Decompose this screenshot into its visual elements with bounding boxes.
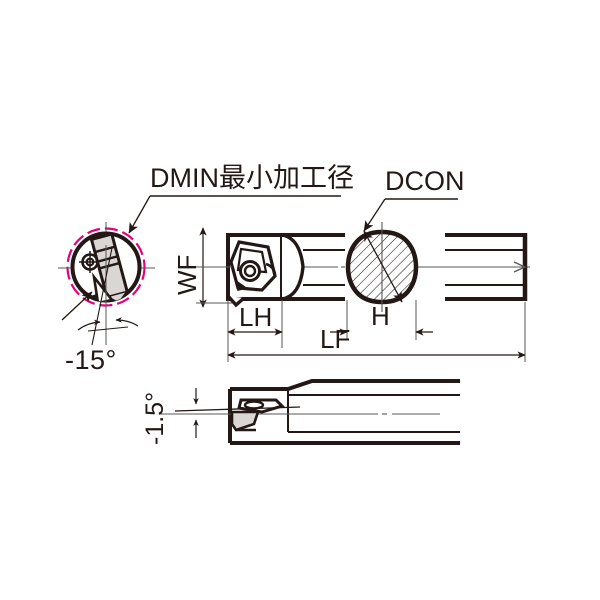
dmin-callout: DMIN最小加工径: [128, 163, 354, 234]
lh-dimension: LH: [227, 300, 283, 348]
lh-label: LH: [239, 302, 272, 332]
end-view-insert-line-2: [97, 255, 119, 263]
lf-label: LF: [320, 324, 350, 354]
side-view-insert-tip: [234, 279, 248, 291]
back-angle-measured-line: [174, 406, 301, 412]
top-view-insert: [230, 398, 285, 432]
side-view-insert: [229, 240, 277, 292]
end-view-insert-line-3: [98, 261, 120, 270]
dmin-label: DMIN最小加工径: [150, 163, 354, 193]
dcon-label: DCON: [385, 166, 465, 196]
back-angle-dimension: -1.5°: [141, 388, 301, 445]
dcon-callout: DCON: [363, 166, 465, 232]
dcon-leader-line: [363, 198, 386, 232]
wf-label: WF: [172, 255, 202, 295]
lead-angle-arc-right: [115, 317, 139, 327]
lead-angle-label: -15°: [65, 345, 117, 375]
wf-dimension: WF: [172, 227, 232, 308]
cutting-edge-leader: [61, 291, 93, 321]
shank-section-circle: [345, 222, 419, 312]
side-view-head-taper: [281, 233, 305, 301]
lead-angle-measured-line: [91, 247, 113, 346]
top-view-group: -1.5°: [141, 379, 460, 445]
side-view-head-nose: [226, 294, 246, 308]
side-view-end-arrowhead: [513, 261, 527, 273]
side-view-group: WF LH H LF: [172, 222, 530, 362]
dmin-leader-line: [128, 195, 151, 234]
end-view-group: -15°: [58, 222, 155, 375]
side-view-insert-corner-radius: [265, 262, 277, 277]
back-angle-label: -1.5°: [141, 392, 169, 445]
lead-angle-arc-left: [77, 319, 101, 331]
lead-angle-baseline: [87, 326, 129, 332]
top-view-insert-flank: [230, 410, 260, 432]
top-view-chamfer: [287, 380, 313, 390]
side-view-insert-facet: [236, 247, 268, 274]
lf-dimension: LF: [227, 302, 526, 362]
top-view-insert-screw: [243, 400, 265, 410]
h-label: H: [371, 301, 390, 331]
side-view-insert-screw-inner: [243, 264, 257, 278]
end-view-insert-line-1: [94, 245, 116, 254]
h-dimension: H: [330, 300, 433, 340]
dcon-diameter-arrow: [363, 230, 403, 303]
